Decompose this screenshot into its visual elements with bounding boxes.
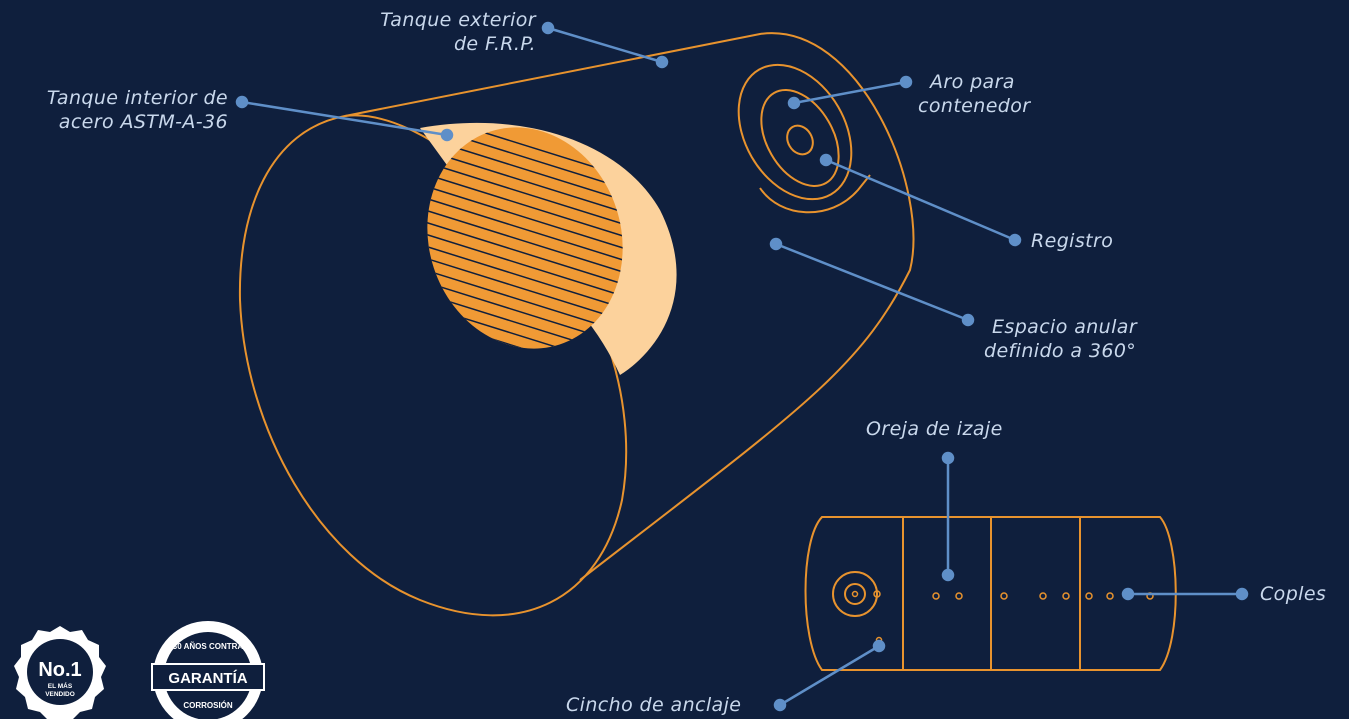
- ring-side: [759, 174, 871, 214]
- side-view-tank: [804, 516, 1177, 671]
- label-aro-line2: contenedor: [918, 95, 1031, 117]
- badge-garantia-arc-top: 30 AÑOS CONTRA: [173, 642, 244, 651]
- badge-no1: No.1 EL MÁS VENDIDO: [14, 626, 106, 719]
- label-coples: Coples: [1260, 583, 1327, 605]
- label-aro-line1: Aro para: [930, 71, 1015, 93]
- label-tanque-interior-line1: Tanque interior de: [46, 87, 228, 109]
- badge-garantia-arc-bottom: CORROSIÓN: [183, 701, 233, 710]
- inner-tank: [399, 101, 677, 376]
- badge-no1-sub1: EL MÁS: [48, 681, 73, 690]
- ring-top: [737, 63, 853, 201]
- label-tanque-interior-line2: acero ASTM-A-36: [58, 111, 228, 133]
- label-espacio-anular: Espacio anular definido a 360°: [984, 315, 1164, 363]
- side-manhole-inner: [844, 583, 866, 605]
- label-espacio-line2: definido a 360°: [984, 340, 1137, 362]
- label-cincho-anclaje: Cincho de anclaje: [566, 694, 742, 716]
- badge-garantia-main: GARANTÍA: [168, 670, 247, 687]
- tank-body-outline: [344, 32, 915, 581]
- label-tanque-exterior: Tanque exterior de F.R.P.: [330, 8, 536, 56]
- label-espacio-line1: Espacio anular: [992, 316, 1138, 338]
- label-oreja-izaje: Oreja de izaje: [866, 418, 1003, 440]
- label-tanque-exterior-line1: Tanque exterior: [380, 9, 536, 31]
- badge-no1-sub2: VENDIDO: [45, 691, 75, 698]
- label-tanque-interior: Tanque interior de acero ASTM-A-36: [2, 86, 228, 134]
- badge-no1-title: No.1: [38, 659, 81, 681]
- label-tanque-exterior-line2: de F.R.P.: [453, 33, 536, 55]
- ring-inner: [760, 89, 840, 187]
- label-aro-contenedor: Aro para contenedor: [918, 70, 1068, 118]
- label-registro: Registro: [1031, 230, 1114, 252]
- badge-garantia: GARANTÍA 30 AÑOS CONTRA CORROSIÓN: [151, 621, 265, 719]
- side-manhole-outer: [832, 571, 878, 617]
- ring-container: [737, 63, 871, 214]
- leader-lines: [235, 21, 1249, 712]
- couplings: [932, 592, 1154, 600]
- manhole-cover: [786, 124, 814, 156]
